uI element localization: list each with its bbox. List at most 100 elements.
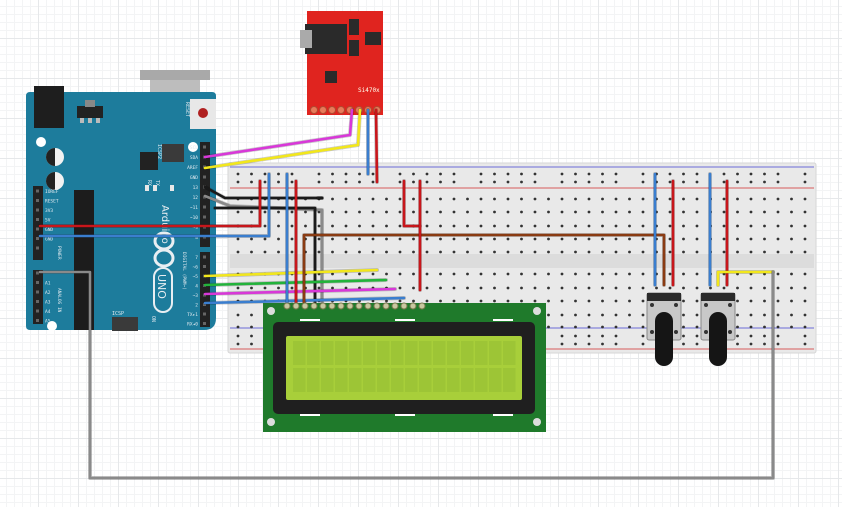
breadboard-hole[interactable] bbox=[763, 180, 766, 184]
arduino-pin[interactable] bbox=[203, 145, 206, 149]
breadboard-hole[interactable] bbox=[263, 237, 267, 241]
breadboard-hole[interactable] bbox=[614, 210, 618, 214]
breadboard-hole[interactable] bbox=[493, 237, 496, 241]
wire-red-3v3-breakout[interactable] bbox=[374, 108, 379, 184]
breadboard-hole[interactable] bbox=[682, 210, 685, 214]
wire-magenta-sda[interactable] bbox=[203, 108, 354, 159]
breadboard-hole[interactable] bbox=[695, 210, 699, 214]
breadboard-hole[interactable] bbox=[790, 237, 793, 241]
breadboard-hole[interactable] bbox=[412, 299, 415, 303]
breadboard-hole[interactable] bbox=[790, 224, 793, 228]
breadboard-hole[interactable] bbox=[236, 286, 240, 290]
breadboard-hole[interactable] bbox=[560, 250, 564, 254]
breadboard-hole[interactable] bbox=[736, 210, 739, 214]
breadboard-hole[interactable] bbox=[479, 250, 483, 254]
breadboard-hole[interactable] bbox=[628, 286, 631, 290]
wire-black-d12[interactable] bbox=[203, 185, 324, 200]
breadboard-hole[interactable] bbox=[682, 172, 685, 176]
breadboard-hole[interactable] bbox=[371, 224, 375, 228]
lcd-pin[interactable] bbox=[283, 302, 291, 310]
breadboard-hole[interactable] bbox=[439, 299, 442, 303]
breadboard-hole[interactable] bbox=[790, 299, 793, 303]
breadboard-hole[interactable] bbox=[695, 299, 699, 303]
wire-red-bridge[interactable] bbox=[402, 179, 422, 228]
breadboard-hole[interactable] bbox=[628, 313, 631, 317]
breadboard-hole[interactable] bbox=[803, 210, 807, 214]
breadboard-hole[interactable] bbox=[682, 286, 685, 290]
lcd-pin[interactable] bbox=[418, 302, 426, 310]
breadboard-hole[interactable] bbox=[331, 210, 334, 214]
breadboard-hole[interactable] bbox=[614, 342, 618, 346]
breadboard-hole[interactable] bbox=[587, 286, 591, 290]
breadboard-hole[interactable] bbox=[803, 286, 807, 290]
breadboard-hole[interactable] bbox=[263, 250, 267, 254]
breadboard-hole[interactable] bbox=[722, 210, 726, 214]
breadboard-hole[interactable] bbox=[466, 237, 469, 241]
breadboard-hole[interactable] bbox=[533, 197, 537, 201]
lcd-pin[interactable] bbox=[292, 302, 300, 310]
lcd-16x2[interactable] bbox=[263, 302, 546, 432]
volume-potentiometer[interactable] bbox=[700, 292, 736, 366]
breadboard-hole[interactable] bbox=[425, 224, 429, 228]
breadboard-hole[interactable] bbox=[290, 210, 294, 214]
breadboard-hole[interactable] bbox=[398, 224, 402, 228]
breadboard-hole[interactable] bbox=[277, 250, 280, 254]
breadboard-hole[interactable] bbox=[452, 210, 456, 214]
wire-grey-a0[interactable] bbox=[38, 270, 775, 480]
breadboard-hole[interactable] bbox=[655, 286, 658, 290]
breadboard-hole[interactable] bbox=[682, 342, 685, 346]
breadboard-hole[interactable] bbox=[574, 172, 577, 176]
breadboard-hole[interactable] bbox=[358, 224, 361, 228]
breadboard-hole[interactable] bbox=[776, 250, 780, 254]
breadboard-hole[interactable] bbox=[412, 272, 415, 276]
breadboard-hole[interactable] bbox=[371, 197, 375, 201]
breadboard-hole[interactable] bbox=[358, 180, 361, 184]
breadboard-hole[interactable] bbox=[533, 224, 537, 228]
breadboard-hole[interactable] bbox=[371, 172, 375, 176]
breadboard-hole[interactable] bbox=[682, 250, 685, 254]
breadboard-hole[interactable] bbox=[344, 286, 348, 290]
breadboard-hole[interactable] bbox=[439, 286, 442, 290]
breadboard-hole[interactable] bbox=[479, 197, 483, 201]
breadboard-hole[interactable] bbox=[682, 313, 685, 317]
arduino-pin[interactable] bbox=[203, 215, 206, 219]
arduino-pin[interactable] bbox=[36, 227, 39, 231]
breadboard-hole[interactable] bbox=[263, 286, 267, 290]
breadboard-hole[interactable] bbox=[547, 210, 550, 214]
breadboard-hole[interactable] bbox=[236, 180, 240, 184]
breadboard-hole[interactable] bbox=[641, 325, 645, 329]
lcd-pin[interactable] bbox=[364, 302, 372, 310]
breadboard-hole[interactable] bbox=[587, 342, 591, 346]
breadboard-hole[interactable] bbox=[560, 172, 564, 176]
breadboard-hole[interactable] bbox=[331, 272, 334, 276]
breadboard-hole[interactable] bbox=[250, 172, 253, 176]
arduino-pin[interactable] bbox=[36, 208, 39, 212]
breadboard-hole[interactable] bbox=[601, 286, 604, 290]
lcd-pin[interactable] bbox=[310, 302, 318, 310]
breadboard-hole[interactable] bbox=[506, 250, 510, 254]
breadboard-hole[interactable] bbox=[736, 197, 739, 201]
breadboard-hole[interactable] bbox=[317, 237, 321, 241]
breadboard-hole[interactable] bbox=[331, 197, 334, 201]
breadboard-hole[interactable] bbox=[371, 272, 375, 276]
breadboard-hole[interactable] bbox=[439, 224, 442, 228]
breadboard-hole[interactable] bbox=[776, 180, 780, 184]
breadboard-hole[interactable] bbox=[628, 237, 631, 241]
breadboard-hole[interactable] bbox=[250, 286, 253, 290]
breadboard-hole[interactable] bbox=[803, 334, 807, 338]
arduino-pin[interactable] bbox=[36, 290, 39, 294]
breadboard-hole[interactable] bbox=[290, 172, 294, 176]
breadboard-hole[interactable] bbox=[695, 334, 699, 338]
breadboard-hole[interactable] bbox=[749, 172, 753, 176]
breadboard-hole[interactable] bbox=[452, 172, 456, 176]
breadboard-hole[interactable] bbox=[331, 180, 334, 184]
breadboard-hole[interactable] bbox=[506, 180, 510, 184]
breadboard-hole[interactable] bbox=[641, 286, 645, 290]
si470x-breakout-board[interactable]: Si470x bbox=[300, 11, 383, 115]
breadboard-hole[interactable] bbox=[790, 286, 793, 290]
breadboard-hole[interactable] bbox=[371, 210, 375, 214]
breadboard-hole[interactable] bbox=[574, 334, 577, 338]
breadboard-hole[interactable] bbox=[466, 250, 469, 254]
breadboard-hole[interactable] bbox=[574, 210, 577, 214]
breadboard-hole[interactable] bbox=[736, 250, 739, 254]
